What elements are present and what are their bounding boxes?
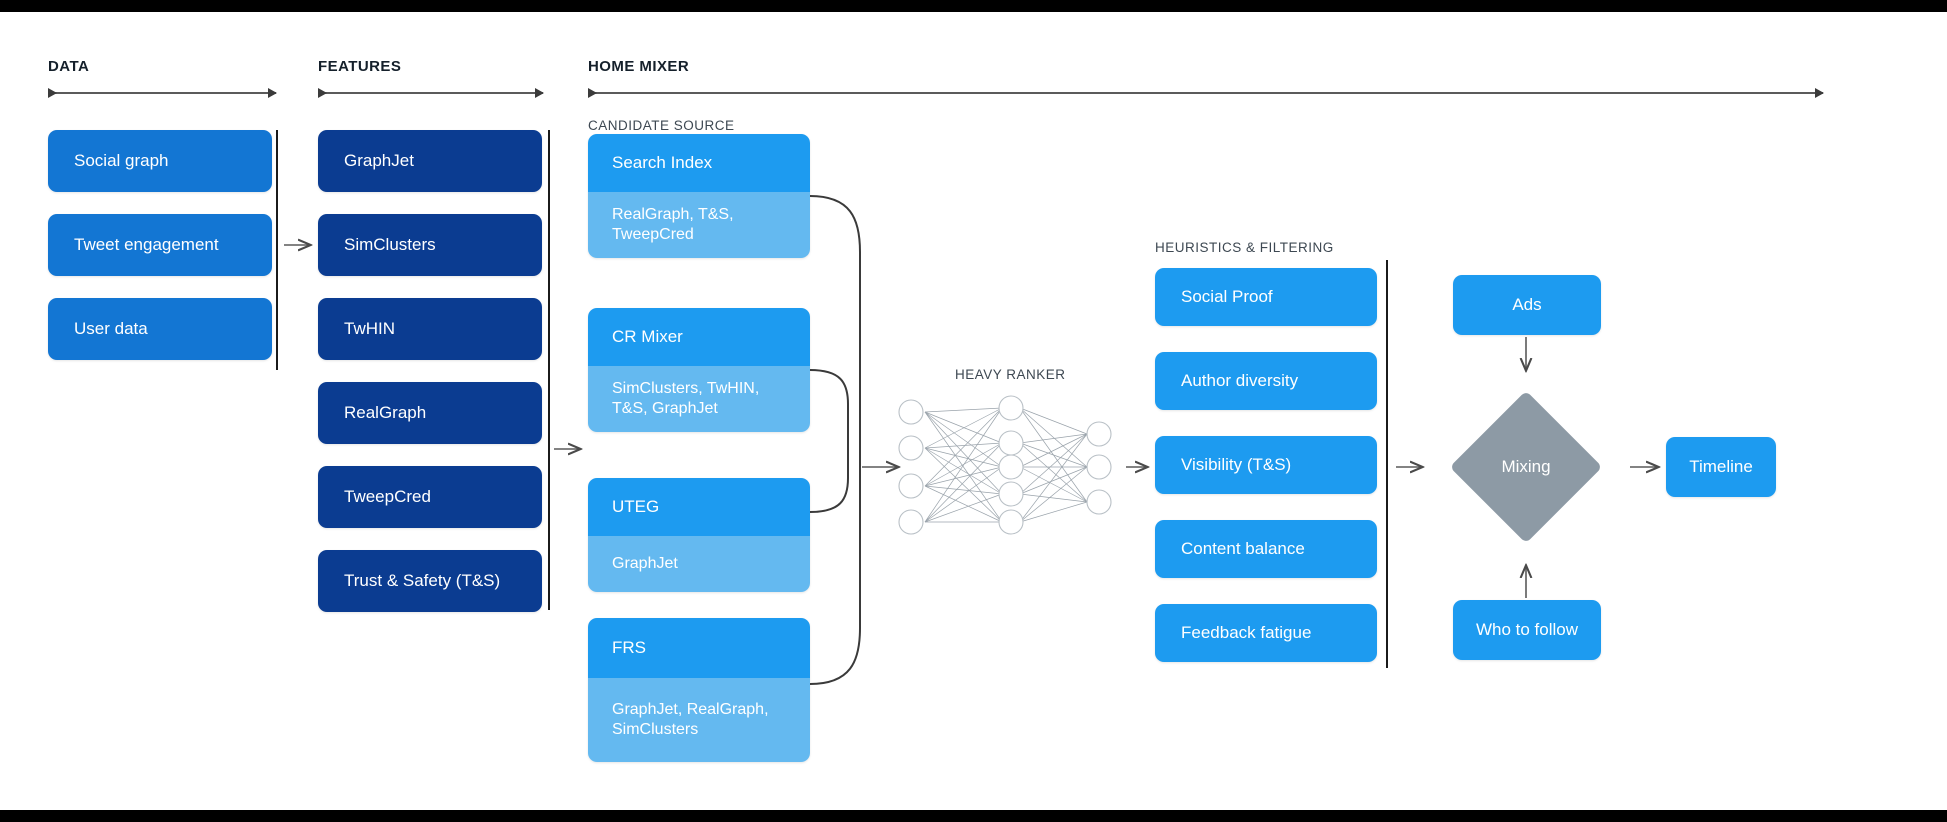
feature-card-realgraph[interactable]: RealGraph [318, 382, 542, 444]
timeline-label: Timeline [1689, 457, 1753, 476]
candidate-source-cr-mixer[interactable]: CR Mixer SimClusters, TwHIN, T&S, GraphJ… [588, 308, 810, 432]
candidate-source-uteg[interactable]: UTEG GraphJet [588, 478, 810, 592]
heavy-ranker-label: HEAVY RANKER [955, 367, 1066, 382]
divider-data-features [276, 130, 278, 370]
candidate-source-frs[interactable]: FRS GraphJet, RealGraph, SimClusters [588, 618, 810, 762]
heuristic-card-label: Author diversity [1181, 371, 1299, 390]
divider-features-candidates [548, 130, 550, 610]
heuristic-card-social-proof[interactable]: Social Proof [1155, 268, 1377, 326]
data-card-tweet-engagement[interactable]: Tweet engagement [48, 214, 272, 276]
heavy-ranker-network [924, 407, 1088, 523]
section-rule-home-mixer [588, 88, 1824, 98]
data-card-label: User data [74, 319, 148, 338]
feature-card-label: SimClusters [344, 235, 436, 254]
data-card-label: Social graph [74, 151, 169, 170]
candidate-source-name: UTEG [588, 478, 810, 536]
heuristic-card-content-balance[interactable]: Content balance [1155, 520, 1377, 578]
heuristic-card-label: Feedback fatigue [1181, 623, 1312, 642]
data-card-social-graph[interactable]: Social graph [48, 130, 272, 192]
feature-card-label: GraphJet [344, 151, 414, 170]
divider-heuristics-mixing [1386, 260, 1388, 668]
data-card-user-data[interactable]: User data [48, 298, 272, 360]
candidate-source-features: GraphJet, RealGraph, SimClusters [588, 678, 810, 762]
data-card-label: Tweet engagement [74, 235, 219, 254]
candidate-source-name: Search Index [588, 134, 810, 192]
section-header-data: DATA [48, 58, 90, 75]
candidate-source-features: SimClusters, TwHIN, T&S, GraphJet [588, 366, 810, 432]
ads-label: Ads [1512, 295, 1542, 314]
candidate-source-name: CR Mixer [588, 308, 810, 366]
subsection-header-heuristics: HEURISTICS & FILTERING [1155, 240, 1334, 255]
diagram-stage: DATA FEATURES HOME MIXER CANDIDATE SOURC… [0, 12, 1947, 810]
section-rule-features [318, 88, 544, 98]
heavy-ranker-nodes [898, 395, 1112, 535]
feature-card-twhin[interactable]: TwHIN [318, 298, 542, 360]
heuristic-card-label: Content balance [1181, 539, 1305, 558]
heuristic-card-feedback-fatigue[interactable]: Feedback fatigue [1155, 604, 1377, 662]
feature-card-label: TweepCred [344, 487, 431, 506]
subsection-header-candidate-source: CANDIDATE SOURCE [588, 118, 735, 133]
heuristic-card-label: Social Proof [1181, 287, 1273, 306]
mixing-label: Mixing [1501, 457, 1551, 476]
heuristic-card-visibility[interactable]: Visibility (T&S) [1155, 436, 1377, 494]
section-rule-data [48, 88, 277, 98]
candidate-source-features: RealGraph, T&S, TweepCred [588, 192, 810, 258]
brace-outer-candidates [809, 195, 861, 685]
heuristic-card-author-diversity[interactable]: Author diversity [1155, 352, 1377, 410]
feature-card-label: RealGraph [344, 403, 427, 422]
feature-card-tweepcred[interactable]: TweepCred [318, 466, 542, 528]
section-header-features: FEATURES [318, 58, 402, 75]
mixing-input-ads[interactable]: Ads [1453, 275, 1601, 335]
mixing-input-who-to-follow[interactable]: Who to follow [1453, 600, 1601, 660]
feature-card-trust-safety[interactable]: Trust & Safety (T&S) [318, 550, 542, 612]
candidate-source-features: GraphJet [588, 536, 810, 592]
candidate-source-name: FRS [588, 618, 810, 678]
section-header-home-mixer: HOME MIXER [588, 58, 690, 75]
connector-overlay [284, 195, 1947, 685]
heuristic-card-label: Visibility (T&S) [1181, 455, 1292, 474]
feature-card-simclusters[interactable]: SimClusters [318, 214, 542, 276]
feature-card-label: Trust & Safety (T&S) [344, 571, 501, 590]
who-to-follow-label: Who to follow [1475, 620, 1579, 639]
diagram-canvas: DATA FEATURES HOME MIXER CANDIDATE SOURC… [0, 12, 1947, 810]
candidate-source-search-index[interactable]: Search Index RealGraph, T&S, TweepCred [588, 134, 810, 258]
brace-inner-candidates [809, 369, 849, 513]
mixing-diamond[interactable]: Mixing [1449, 390, 1603, 544]
feature-card-label: TwHIN [344, 319, 395, 338]
output-timeline[interactable]: Timeline [1666, 437, 1776, 497]
feature-card-graphjet[interactable]: GraphJet [318, 130, 542, 192]
